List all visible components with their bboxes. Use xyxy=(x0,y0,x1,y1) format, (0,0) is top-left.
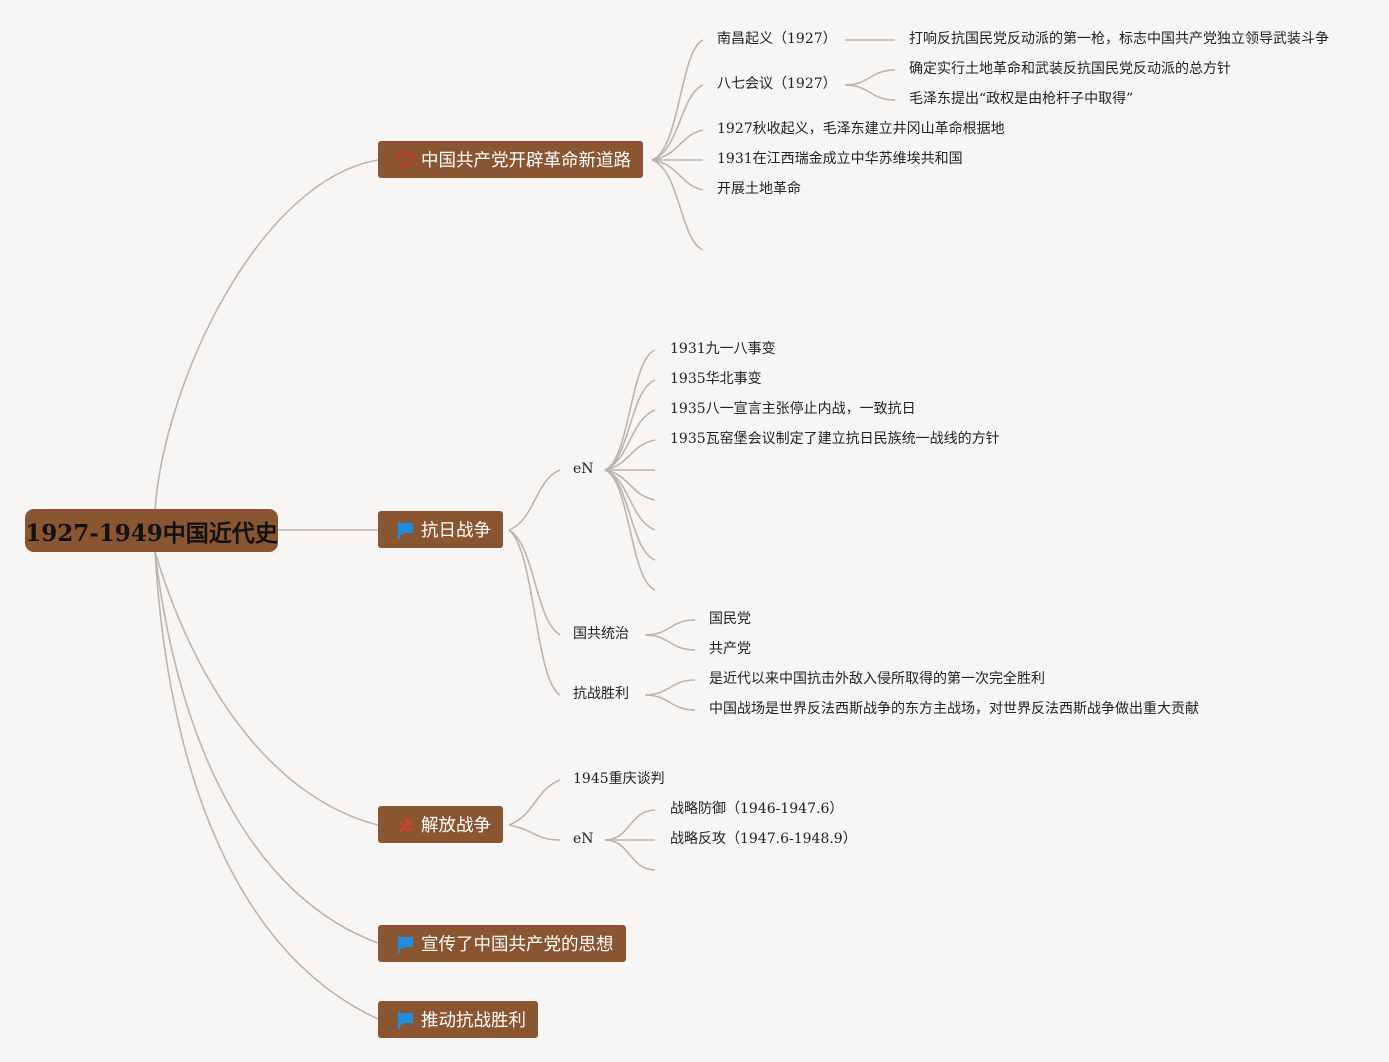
branch-node-new-road[interactable]: 中国共产党开辟革命新道路 xyxy=(378,141,643,178)
item-cpc[interactable]: 共产党 xyxy=(709,641,751,657)
event-918[interactable]: 1931九一八事变 xyxy=(670,341,776,357)
branch-label: 推动抗战胜利 xyxy=(421,1011,526,1031)
heart-icon xyxy=(397,152,415,168)
note-august7-mao[interactable]: 毛泽东提出“政权是由枪杆子中取得” xyxy=(909,91,1134,107)
branch-label: 抗日战争 xyxy=(421,521,491,541)
note-august7-policy[interactable]: 确定实行土地革命和武装反抗国民党反动派的总方针 xyxy=(909,61,1231,77)
event-wayaobao[interactable]: 1935瓦窑堡会议制定了建立抗日民族统一战线的方针 xyxy=(670,431,1000,447)
topic-august7-meeting[interactable]: 八七会议（1927） xyxy=(717,76,837,92)
topic-en-liberation[interactable]: eN xyxy=(573,831,594,847)
branch-node-promote-victory[interactable]: 推动抗战胜利 xyxy=(378,1001,538,1038)
note-nanchang[interactable]: 打响反抗国民党反动派的第一枪，标志中国共产党独立领导武装斗争 xyxy=(909,31,1329,47)
topic-nanchang-uprising[interactable]: 南昌起义（1927） xyxy=(717,31,837,47)
branch-node-promote-cpc-ideas[interactable]: 宣传了中国共产党的思想 xyxy=(378,925,626,962)
hammer-sickle-icon xyxy=(398,817,414,832)
branch-label: 中国共产党开辟革命新道路 xyxy=(421,151,631,171)
topic-ruijin[interactable]: 1931在江西瑞金成立中华苏维埃共和国 xyxy=(717,151,963,167)
root-title: 1927-1949中国近代史 xyxy=(25,519,278,547)
item-kmt[interactable]: 国民党 xyxy=(709,611,751,627)
flag-icon xyxy=(398,935,413,953)
topic-autumn-harvest[interactable]: 1927秋收起义，毛泽东建立井冈山革命根据地 xyxy=(717,121,1005,137)
branch-label: 宣传了中国共产党的思想 xyxy=(421,935,614,955)
branch-node-anti-japanese-war[interactable]: 抗日战争 xyxy=(378,511,503,548)
event-huabei[interactable]: 1935华北事变 xyxy=(670,371,762,387)
flag-icon xyxy=(398,521,413,539)
branch-label: 解放战争 xyxy=(421,816,491,836)
item-strategic-defense[interactable]: 战略防御（1946-1947.6） xyxy=(670,801,844,817)
root-node[interactable]: 1927-1949中国近代史 xyxy=(25,509,278,552)
topic-chongqing-talks[interactable]: 1945重庆谈判 xyxy=(573,771,665,787)
item-victory-first[interactable]: 是近代以来中国抗击外敌入侵所取得的第一次完全胜利 xyxy=(709,671,1045,687)
topic-land-revolution[interactable]: 开展土地革命 xyxy=(717,181,801,197)
item-victory-eastern[interactable]: 中国战场是世界反法西斯战争的东方主战场，对世界反法西斯战争做出重大贡献 xyxy=(709,701,1199,717)
topic-victory[interactable]: 抗战胜利 xyxy=(573,686,629,702)
event-august1-declaration[interactable]: 1935八一宣言主张停止内战，一致抗日 xyxy=(670,401,916,417)
topic-kmt-cpc-rule[interactable]: 国共统治 xyxy=(573,626,629,642)
flag-icon xyxy=(398,1011,413,1029)
item-strategic-counteroffensive[interactable]: 战略反攻（1947.6-1948.9） xyxy=(670,831,857,847)
topic-en[interactable]: eN xyxy=(573,461,594,477)
branch-node-liberation-war[interactable]: 解放战争 xyxy=(378,806,503,843)
